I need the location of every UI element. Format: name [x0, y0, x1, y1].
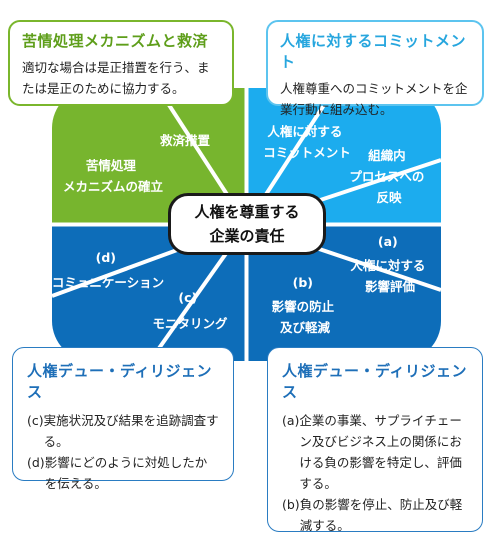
quadrant-commitment: [247, 88, 441, 224]
due-diligence-left-item: (d) 影響にどのように対処したかを伝える。: [27, 452, 219, 494]
center-title-line1: 人権を尊重する: [194, 203, 300, 221]
due-diligence-right-title: 人権デュー・ディリジェンス: [282, 362, 467, 401]
grievance-remedy-title: 苦情処理メカニズムと救済: [22, 32, 209, 50]
segment-communicate-label: (d) コミュニケーション: [52, 250, 164, 290]
item-text: 負の影響を停止、防止及び軽減する。: [299, 497, 463, 533]
quadrant-due-diligence-right: [247, 225, 441, 361]
commitment-text: 人権尊重へのコミットメントを企業行動に組み込む。: [280, 81, 468, 117]
segment-commitment-label: 人権に対する コミットメント: [263, 124, 351, 160]
commitment-box: 人権に対するコミットメント 人権尊重へのコミットメントを企業行動に組み込む。: [266, 20, 484, 117]
segment-assess-label: (a) 人権に対する 影響評価: [350, 234, 429, 294]
due-diligence-right-item: (b) 負の影響を停止、防止及び軽減する。: [282, 494, 468, 536]
item-text: 実施状況及び結果を追跡調査する。: [43, 413, 219, 449]
grievance-remedy-text: 適切な場合は是正措置を行う、または是正のために協力する。: [22, 60, 210, 96]
center-box: 人権を尊重する 企業の責任: [168, 193, 326, 255]
item-text: 企業の事業、サプライチェーン及びビジネス上の関係における負の影響を特定し、評価す…: [299, 413, 462, 491]
due-diligence-left-title: 人権デュー・ディリジェンス: [27, 362, 212, 401]
due-diligence-left-item: (c) 実施状況及び結果を追跡調査する。: [27, 410, 219, 452]
item-marker: (c): [27, 413, 44, 428]
segment-remedy-label: 救済措置: [160, 133, 211, 148]
due-diligence-box-right: 人権デュー・ディリジェンス (a) 企業の事業、サプライチェーン及びビジネス上の…: [267, 347, 483, 533]
segment-integration-label: 組織内 プロセスへの 反映: [349, 148, 428, 205]
segment-prevent-label: (b) 影響の防止 及び軽減: [272, 275, 339, 335]
item-marker: (a): [282, 413, 300, 428]
item-marker: (d): [27, 455, 45, 470]
quadrant-due-diligence-left: [52, 225, 246, 361]
due-diligence-right-item: (a) 企業の事業、サプライチェーン及びビジネス上の関係における負の影響を特定し…: [282, 410, 468, 494]
commitment-title: 人権に対するコミットメント: [280, 32, 467, 71]
segment-monitor-label: (c) モニタリング: [152, 290, 228, 331]
quadrant-grievance-remedy: [52, 88, 246, 224]
segment-grievance-label: 苦情処理 メカニズムの確立: [63, 158, 164, 194]
due-diligence-box-left: 人権デュー・ディリジェンス (c) 実施状況及び結果を追跡調査する。 (d) 影…: [12, 347, 234, 491]
item-text: 影響にどのように対処したかを伝える。: [44, 455, 208, 491]
grievance-remedy-box: 苦情処理メカニズムと救済 適切な場合は是正措置を行う、または是正のために協力する…: [8, 20, 234, 106]
item-marker: (b): [282, 497, 300, 512]
center-title-line2: 企業の責任: [209, 227, 285, 245]
